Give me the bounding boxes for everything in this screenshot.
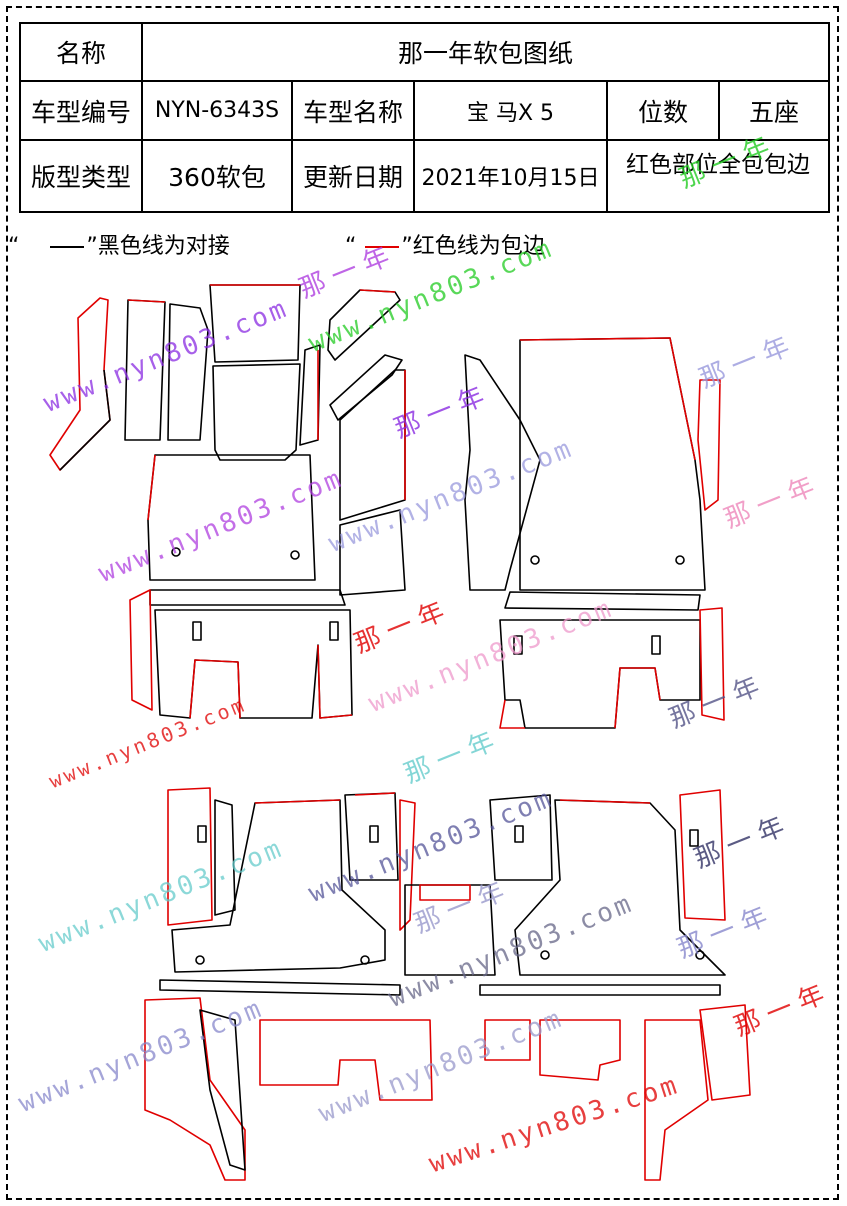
legend-black-quote: “ xyxy=(8,234,20,259)
note-value: 红色部位全包包边 xyxy=(605,139,831,213)
pattern-type-value: 360软包 xyxy=(141,139,293,213)
table-row: 名称 那一年软包图纸 xyxy=(19,22,831,82)
legend-red-quote: “ xyxy=(345,234,357,259)
update-date-value: 2021年10月15日 xyxy=(413,139,608,213)
model-name-value: 宝 马X 5 xyxy=(413,80,608,141)
red-line-sample xyxy=(365,246,400,248)
legend-red: “ ”红色线为包边 xyxy=(345,228,545,260)
rear-pieces xyxy=(144,787,751,1181)
seats-label: 位数 xyxy=(606,80,720,141)
update-date-label: 更新日期 xyxy=(291,139,415,213)
legend-black: “ ”黑色线为对接 xyxy=(8,228,230,260)
seats-value: 五座 xyxy=(717,80,831,141)
front-right-pieces xyxy=(464,337,725,729)
name-label: 名称 xyxy=(19,22,143,82)
model-code-value: NYN-6343S xyxy=(141,80,293,141)
table-row: 版型类型 360软包 更新日期 2021年10月15日 红色部位全包包边 xyxy=(19,139,831,213)
name-value: 那一年软包图纸 xyxy=(140,22,831,82)
legend-red-text: ”红色线为包边 xyxy=(401,234,545,259)
model-name-label: 车型名称 xyxy=(291,80,415,141)
table-row: 车型编号 NYN-6343S 车型名称 宝 马X 5 位数 五座 xyxy=(19,80,831,141)
front-left-pieces xyxy=(49,284,406,719)
black-line-sample xyxy=(50,246,85,248)
model-code-label: 车型编号 xyxy=(19,80,143,141)
page-border xyxy=(6,6,839,1200)
pattern-type-label: 版型类型 xyxy=(19,139,143,213)
legend-black-text: ”黑色线为对接 xyxy=(86,234,230,259)
spec-table: 名称 那一年软包图纸 车型编号 NYN-6343S 车型名称 宝 马X 5 位数… xyxy=(19,22,831,213)
